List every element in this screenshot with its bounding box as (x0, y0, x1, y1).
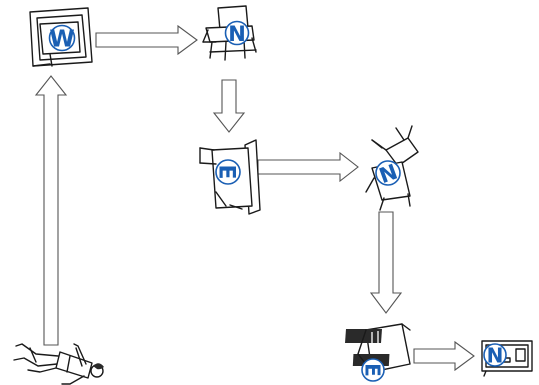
wall-socket-badge: N (483, 343, 507, 368)
door-label: W (49, 27, 74, 53)
person-lying-icon (13, 343, 104, 385)
arrow-radiator-to-socket (413, 340, 475, 372)
arrow-person-to-door (34, 75, 68, 346)
wall-socket-node: N (481, 340, 533, 377)
chair-upright-node: N (202, 5, 257, 61)
chair-upright-label: N (228, 22, 246, 46)
door-node: W (29, 7, 93, 67)
chair-thrown-badge: N (375, 160, 401, 188)
chair-toppled-label: E (214, 164, 239, 179)
radiator-label: E (361, 363, 385, 377)
radiator-badge: E (361, 358, 385, 382)
radiator-node: E (345, 323, 411, 382)
arrow-thrown-to-radiator (369, 211, 403, 314)
chair-thrown-node: N (365, 125, 419, 211)
person-node (13, 343, 104, 385)
door-badge: W (48, 24, 76, 53)
chair-toppled-badge: E (214, 159, 241, 185)
arrow-chair-to-toppled (212, 79, 246, 133)
arrow-toppled-to-thrown (257, 151, 359, 183)
wall-socket-label: N (487, 344, 504, 368)
chair-toppled-node: E (199, 139, 261, 215)
arrow-door-to-chair (95, 24, 198, 56)
chair-upright-badge: N (224, 20, 250, 46)
